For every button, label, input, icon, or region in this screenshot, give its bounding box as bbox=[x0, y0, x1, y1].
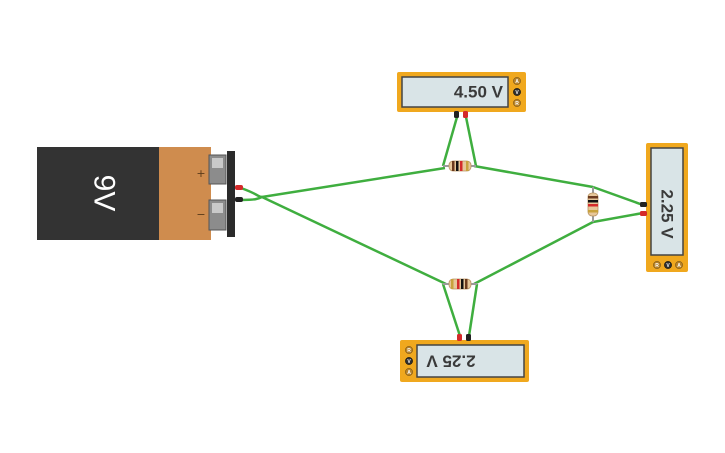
battery-body bbox=[37, 147, 159, 240]
resistor-r2-band-3 bbox=[461, 279, 464, 289]
multimeter-right-mode-buttons: A V R bbox=[653, 261, 683, 269]
resistor-r3-band-1 bbox=[588, 196, 598, 199]
multimeter-right[interactable]: 2.25 V A V R bbox=[640, 143, 688, 272]
wire-bottom-meter-black[interactable] bbox=[467, 283, 479, 337]
wire-r3-to-r2[interactable] bbox=[473, 220, 594, 286]
resistor-r2-band-1 bbox=[451, 279, 454, 289]
multimeter-right-button-r[interactable] bbox=[653, 261, 661, 269]
resistor-r1[interactable] bbox=[443, 160, 476, 172]
battery-label: 9V bbox=[88, 175, 121, 212]
resistor-r2[interactable] bbox=[443, 278, 477, 290]
multimeter-right-button-v-label: V bbox=[666, 263, 670, 269]
multimeter-bottom-button-r-label: R bbox=[407, 348, 411, 354]
multimeter-bottom-button-r[interactable] bbox=[405, 346, 413, 354]
wire-right-meter-red[interactable] bbox=[592, 211, 644, 224]
resistor-r3-band-3 bbox=[588, 204, 598, 207]
multimeter-bottom-button-v-label: V bbox=[407, 359, 411, 365]
multimeter-top-mode-buttons: A V R bbox=[513, 77, 521, 107]
multimeter-bottom-probe-red[interactable] bbox=[457, 334, 462, 341]
multimeter-right-probe-red[interactable] bbox=[640, 211, 647, 216]
multimeter-right-screen bbox=[650, 147, 684, 256]
multimeter-bottom-mode-buttons: A V R bbox=[405, 346, 413, 376]
multimeter-top-button-r[interactable] bbox=[513, 99, 521, 107]
resistor-r1-band-2 bbox=[456, 161, 459, 171]
battery-positive-symbol: + bbox=[196, 167, 205, 180]
resistor-r1-band-4 bbox=[466, 161, 469, 171]
multimeter-right-button-a[interactable] bbox=[675, 261, 683, 269]
multimeter-top-screen bbox=[401, 76, 509, 108]
multimeter-top-button-a-label: A bbox=[515, 79, 519, 85]
multimeter-top-button-r-label: R bbox=[515, 101, 519, 107]
battery-lead-red[interactable] bbox=[235, 185, 243, 190]
multimeter-top-probe-red[interactable] bbox=[463, 111, 468, 118]
resistor-r1-band-3 bbox=[460, 161, 463, 171]
battery-negative-symbol: − bbox=[196, 208, 205, 221]
wires bbox=[240, 116, 644, 337]
multimeter-top[interactable]: 4.50 V A V R bbox=[397, 72, 526, 118]
battery-terminal-positive-top bbox=[212, 158, 223, 168]
battery-snap-connector[interactable] bbox=[227, 151, 235, 237]
multimeter-right-button-a-label: A bbox=[677, 263, 681, 269]
wire-top-meter-black[interactable] bbox=[441, 116, 459, 167]
wire-bottom-meter-red[interactable] bbox=[441, 283, 462, 337]
resistor-r3[interactable] bbox=[587, 187, 599, 222]
multimeter-bottom-reading: 2.25 V bbox=[426, 352, 476, 371]
battery-lead-black[interactable] bbox=[235, 197, 243, 202]
multimeter-top-button-a[interactable] bbox=[513, 77, 521, 85]
multimeter-right-reading: 2.25 V bbox=[658, 189, 677, 239]
multimeter-top-button-v-label: V bbox=[515, 90, 519, 96]
resistor-r3-band-4 bbox=[588, 210, 598, 213]
multimeter-bottom[interactable]: 2.25 V A V R bbox=[400, 334, 529, 382]
multimeter-bottom-button-v[interactable] bbox=[405, 357, 413, 365]
wire-battery-neg-to-r2[interactable] bbox=[240, 195, 447, 286]
resistor-r3-band-2 bbox=[588, 200, 598, 203]
battery[interactable]: 9V + − bbox=[37, 147, 243, 240]
multimeter-bottom-button-a[interactable] bbox=[405, 368, 413, 376]
multimeter-bottom-screen bbox=[416, 344, 525, 378]
multimeter-top-button-v[interactable] bbox=[513, 88, 521, 96]
multimeter-top-probe-black[interactable] bbox=[454, 111, 459, 118]
battery-cap bbox=[159, 147, 211, 240]
resistor-r2-band-2 bbox=[457, 279, 460, 289]
wire-r1-to-r3[interactable] bbox=[473, 164, 594, 189]
resistor-r1-band-1 bbox=[452, 161, 455, 171]
wire-battery-pos-to-r1[interactable] bbox=[240, 166, 446, 199]
multimeter-right-probe-black[interactable] bbox=[640, 202, 647, 207]
multimeter-right-button-v[interactable] bbox=[664, 261, 672, 269]
resistor-r2-band-4 bbox=[465, 279, 468, 289]
battery-terminal-negative-top bbox=[212, 203, 223, 213]
wire-top-meter-red[interactable] bbox=[464, 116, 478, 167]
multimeter-bottom-button-a-label: A bbox=[407, 370, 411, 376]
wire-right-meter-black[interactable] bbox=[592, 185, 644, 207]
multimeter-bottom-probe-black[interactable] bbox=[466, 334, 471, 341]
multimeter-top-reading: 4.50 V bbox=[454, 83, 504, 102]
multimeter-right-button-r-label: R bbox=[655, 263, 659, 269]
